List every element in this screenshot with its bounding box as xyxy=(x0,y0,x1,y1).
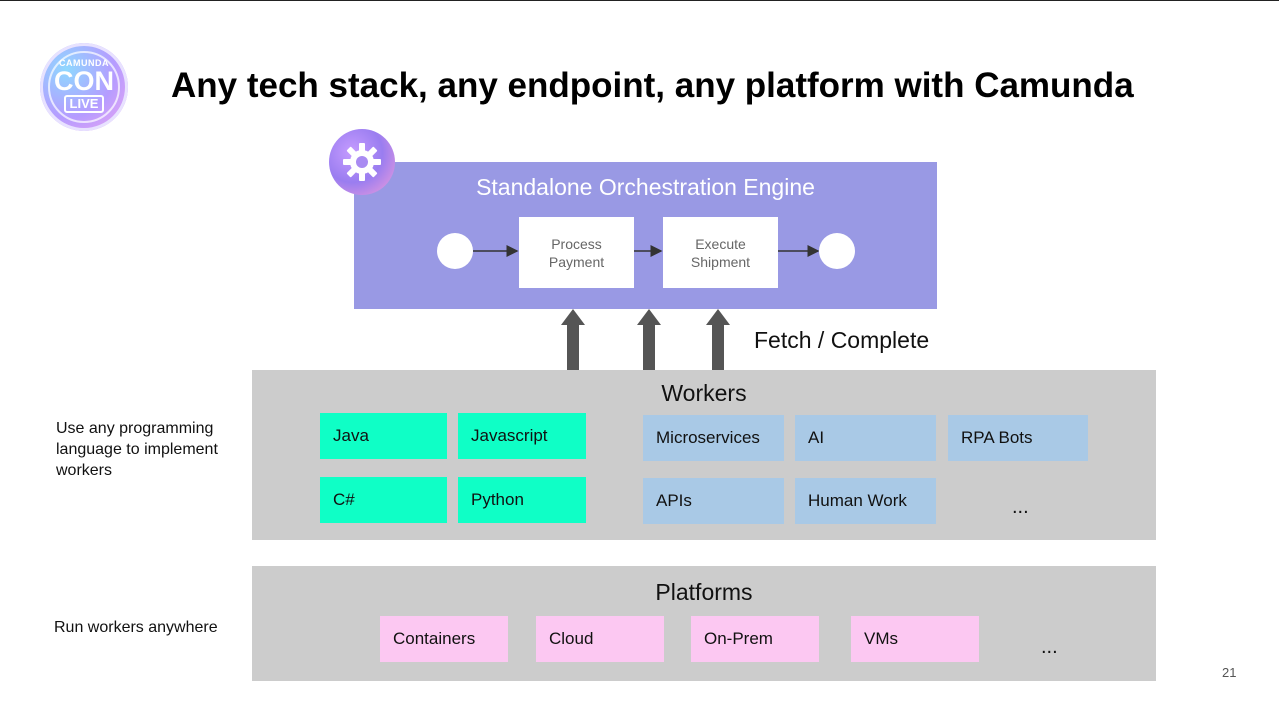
logo-bottom-text: LIVE xyxy=(64,95,104,113)
workers-panel: Workers Java Javascript C# Python Micros… xyxy=(252,370,1156,540)
language-chip-java: Java xyxy=(320,413,447,459)
slide-title: Any tech stack, any endpoint, any platfo… xyxy=(171,66,1134,105)
endpoint-chip-human-work: Human Work xyxy=(795,478,936,524)
logo-top-text: CAMUNDA xyxy=(59,58,109,68)
platform-chip-vms: VMs xyxy=(851,616,979,662)
endpoint-chip-rpa-bots: RPA Bots xyxy=(948,415,1088,461)
top-border xyxy=(0,0,1279,1)
page-number: 21 xyxy=(1222,665,1237,680)
endpoint-chip-ai: AI xyxy=(795,415,936,461)
task-process-payment: Process Payment xyxy=(519,217,634,288)
logo-ring xyxy=(48,51,120,123)
platforms-more-ellipsis: ... xyxy=(1041,636,1058,658)
camundacon-live-logo: CAMUNDA CON LIVE xyxy=(40,43,128,131)
logo-mid-text: CON xyxy=(54,66,114,96)
process-flow-arrows xyxy=(473,245,820,257)
platforms-title: Platforms xyxy=(655,579,753,605)
platform-chip-containers: Containers xyxy=(380,616,508,662)
end-event xyxy=(819,233,855,269)
gear-badge xyxy=(329,129,395,195)
platforms-panel: Platforms Containers Cloud On-Prem VMs .… xyxy=(252,566,1156,681)
language-chip-python: Python xyxy=(458,477,586,523)
fetch-complete-label: Fetch / Complete xyxy=(754,327,930,353)
language-chip-javascript: Javascript xyxy=(458,413,586,459)
platforms-side-note: Run workers anywhere xyxy=(54,619,218,636)
task-execute-shipment: Execute Shipment xyxy=(663,217,778,288)
task-label: Execute Shipment xyxy=(690,235,751,270)
endpoint-chip-apis: APIs xyxy=(643,478,784,524)
workers-side-note: Use any programming language to implemen… xyxy=(56,420,218,479)
platform-chip-cloud: Cloud xyxy=(536,616,664,662)
up-arrow-2 xyxy=(637,309,661,370)
platform-chip-on-prem: On-Prem xyxy=(691,616,819,662)
orchestration-engine-box: Standalone Orchestration Engine Process … xyxy=(354,162,937,309)
engine-title: Standalone Orchestration Engine xyxy=(476,174,815,200)
language-chip-csharp: C# xyxy=(320,477,447,523)
endpoint-chip-microservices: Microservices xyxy=(643,415,784,461)
up-arrow-3 xyxy=(706,309,730,370)
start-event xyxy=(437,233,473,269)
up-arrow-1 xyxy=(561,309,585,370)
workers-title: Workers xyxy=(661,380,747,406)
workers-more-ellipsis: ... xyxy=(1012,496,1029,518)
task-label: Process Payment xyxy=(548,235,605,270)
gear-icon xyxy=(343,143,381,181)
